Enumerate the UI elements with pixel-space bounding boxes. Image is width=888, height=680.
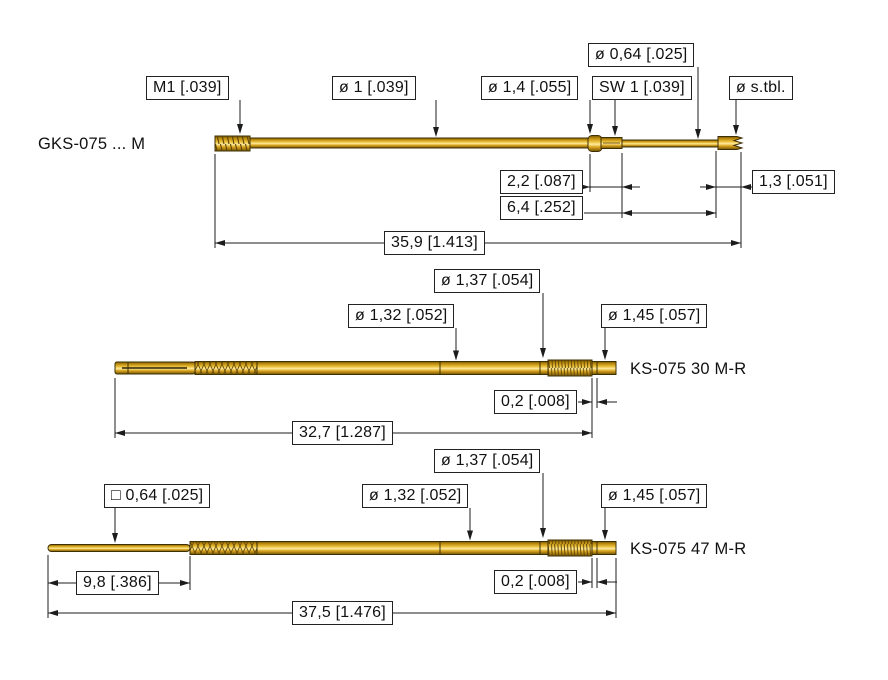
callout-plunger-diameter: ø 0,64 [.025] — [588, 43, 695, 67]
callout-ring-diameter-ks47: ø 1,37 [.054] — [434, 449, 541, 473]
callout-shaft-diameter: ø 1 [.039] — [332, 76, 416, 100]
arrowhead — [622, 210, 632, 216]
flange — [587, 135, 603, 152]
leader-lines-ks30 — [453, 293, 608, 361]
arrowhead — [467, 530, 473, 541]
leader-lines-gks — [237, 67, 739, 139]
arrowhead — [582, 579, 592, 585]
arrowhead — [622, 184, 632, 190]
stop-ring — [591, 541, 598, 555]
callout-sleeve-diameter-ks47: ø 1,32 [.052] — [362, 484, 469, 508]
shaft — [249, 137, 591, 149]
crimp-texture — [190, 541, 257, 555]
arrowhead — [115, 430, 125, 436]
arrowhead — [215, 240, 225, 246]
arrowhead — [582, 430, 592, 436]
callout-knurl-diameter-ks30: ø 1,45 [.057] — [601, 304, 708, 328]
probe-ks-075-47-body — [47, 539, 617, 557]
dim-pin-length-ks47: 9,8 [.386] — [76, 571, 159, 595]
dim-tip-length: 1,3 [.051] — [752, 170, 835, 194]
crimp-texture — [195, 361, 257, 375]
arrowhead — [597, 579, 607, 585]
figure-label-ks-075-30: KS-075 30 M-R — [630, 360, 747, 378]
arrowhead — [180, 580, 190, 586]
knurl-texture — [548, 360, 592, 376]
arrowhead — [540, 348, 546, 358]
arrowhead — [695, 129, 701, 139]
arrowhead — [731, 240, 741, 246]
probe-gks-075-body — [214, 135, 744, 152]
plunger — [621, 139, 719, 148]
callout-knurl-diameter-ks47: ø 1,45 [.057] — [601, 484, 708, 508]
callout-tip-diameter: ø s.tbl. — [729, 76, 793, 100]
arrowhead — [433, 127, 439, 137]
arrowhead — [741, 184, 751, 190]
stop-ring — [591, 361, 598, 375]
arrowhead — [706, 210, 716, 216]
arrowhead — [48, 580, 58, 586]
dim-ring-width-ks47: 0,2 [.008] — [494, 570, 577, 594]
callout-hex-size: SW 1 [.039] — [592, 76, 692, 100]
sleeve-barrel — [256, 361, 549, 375]
arrowhead — [597, 399, 607, 405]
dim-overall-length-gks: 35,9 [1.413] — [384, 231, 485, 255]
arrowhead — [606, 610, 616, 616]
arrowhead — [237, 124, 243, 134]
leader-lines-ks47 — [112, 473, 608, 543]
callout-sleeve-diameter-ks30: ø 1,32 [.052] — [348, 304, 455, 328]
arrowhead — [612, 126, 618, 136]
callout-pin-square-ks47: □ 0,64 [.025] — [104, 484, 211, 508]
arrowhead — [602, 350, 608, 360]
dim-plunger-length: 6,4 [.252] — [500, 196, 583, 220]
dim-overall-length-ks30: 32,7 [1.287] — [292, 421, 393, 445]
knurl-texture — [548, 540, 592, 556]
arrowhead — [582, 399, 592, 405]
arrowhead — [733, 125, 739, 135]
square-pin — [47, 544, 191, 552]
callout-ring-diameter-ks30: ø 1,37 [.054] — [434, 269, 541, 293]
dim-overall-length-ks47: 37,5 [1.476] — [292, 601, 393, 625]
crown-tip — [717, 136, 744, 150]
dim-flange-hex-length: 2,2 [.087] — [500, 170, 583, 194]
callout-flange-diameter: ø 1,4 [.055] — [481, 76, 579, 100]
callout-thread-size: M1 [.039] — [146, 76, 229, 100]
arrowhead — [540, 528, 546, 538]
arrowhead — [453, 350, 459, 361]
sleeve-barrel — [256, 541, 549, 555]
arrowhead — [48, 610, 58, 616]
arrowhead — [602, 530, 608, 540]
arrowhead — [706, 184, 716, 190]
arrowhead — [112, 533, 118, 543]
end-cap — [596, 361, 617, 375]
probe-ks-075-30-body — [114, 359, 617, 377]
dim-ring-width-ks30: 0,2 [.008] — [494, 390, 577, 414]
figure-label-ks-075-47: KS-075 47 M-R — [630, 540, 747, 558]
thread-texture — [215, 136, 250, 151]
figure-label-gks-075-m: GKS-075 ... M — [38, 135, 146, 153]
end-cap — [596, 541, 617, 555]
arrowhead — [587, 124, 593, 134]
